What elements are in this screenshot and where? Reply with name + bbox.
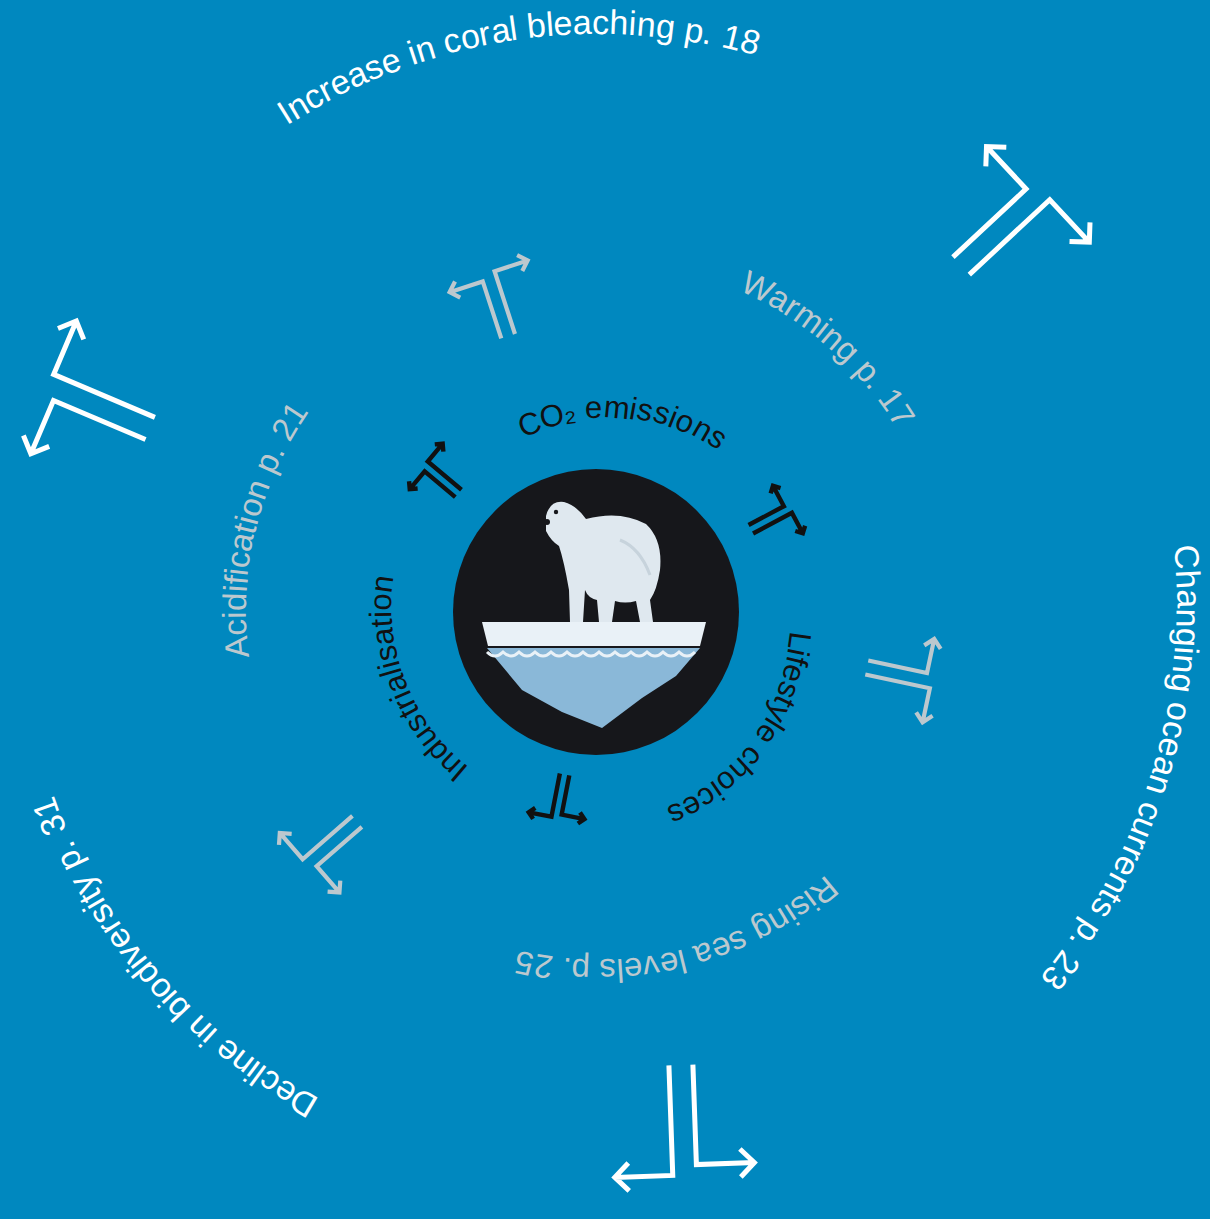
bear-eye — [554, 510, 558, 514]
curved-label: Lifestyle choices — [639, 605, 823, 839]
arrow-symbol — [611, 1063, 755, 1192]
letter: h — [1171, 569, 1206, 590]
letter: m — [602, 390, 631, 423]
letter: g — [1171, 627, 1206, 647]
bear-nose — [544, 519, 550, 525]
letter: . — [561, 953, 573, 987]
letter: n — [635, 6, 657, 41]
arrow-symbol — [528, 769, 592, 828]
letter — [575, 393, 586, 425]
letter: e — [553, 6, 574, 41]
letter: a — [573, 5, 593, 39]
polar-bear — [546, 502, 660, 622]
curved-label: Increase in coral bleaching p. 18 — [254, 0, 786, 161]
letter: c — [218, 619, 252, 637]
arrow-symbol — [9, 316, 178, 493]
letter: g — [1165, 672, 1201, 695]
curved-label: Industrialisation — [358, 551, 501, 799]
letter: g — [654, 8, 677, 44]
curved-label: Changing ocean currents p. 23 — [1008, 521, 1210, 1008]
curved-label: Rising sea levels p. 25 — [490, 845, 853, 995]
arrow-symbol — [738, 481, 808, 554]
letter: n — [366, 573, 399, 594]
curved-label: Decline in biodiversity p. 31 — [19, 766, 347, 1131]
letter: t — [366, 618, 397, 628]
letter: ₂ — [562, 395, 578, 427]
arrow-symbol — [445, 253, 548, 350]
letter: i — [218, 611, 251, 619]
curved-label: Warming p. 17 — [716, 260, 928, 458]
letter: d — [218, 592, 251, 611]
letter: c — [592, 5, 609, 39]
letter: C — [1169, 543, 1205, 571]
emblem-circle — [453, 469, 739, 755]
letter — [590, 954, 599, 987]
water-wave — [487, 652, 695, 656]
arrow-symbol — [913, 130, 1099, 317]
letter: o — [365, 593, 397, 612]
iceberg-underwater — [487, 648, 700, 728]
letter: s — [599, 954, 617, 988]
letter: n — [1172, 608, 1206, 627]
bear-shading — [620, 540, 650, 575]
arrow-symbol — [402, 440, 476, 515]
letter: i — [366, 611, 397, 618]
letter: A — [219, 635, 254, 660]
letter: e — [623, 952, 645, 987]
curved-label: Acidification p. 21 — [210, 383, 340, 683]
arrow-symbol — [273, 790, 384, 902]
letter: a — [367, 626, 400, 647]
ice-floe — [482, 622, 706, 646]
arrow-symbol — [858, 626, 948, 724]
letter: n — [179, 1010, 216, 1048]
curved-label: CO₂ emissions — [499, 384, 746, 481]
letter: a — [1172, 589, 1206, 609]
letter: e — [585, 392, 603, 423]
letter: p — [571, 954, 591, 988]
letter: h — [609, 5, 629, 40]
letter: b — [525, 8, 547, 44]
